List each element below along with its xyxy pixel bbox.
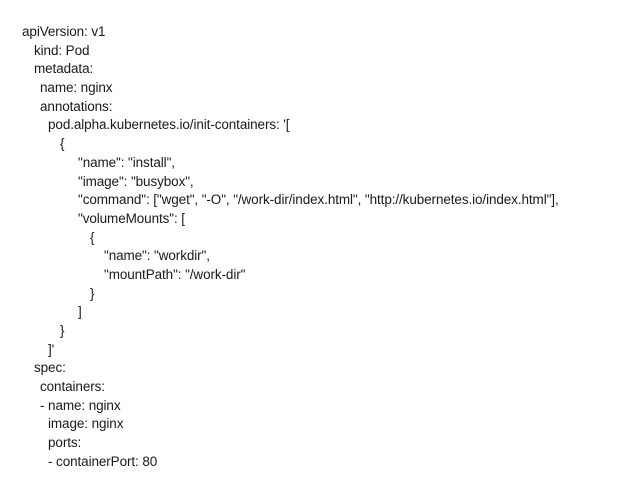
code-line: "name": "install",	[78, 154, 175, 170]
code-line: }	[90, 285, 95, 301]
code-line: }	[60, 323, 65, 338]
code-line: "command": ["wget", "-O", "/work-dir/ind…	[78, 192, 559, 208]
code-line: pod.alpha.kubernetes.io/init-containers:…	[48, 117, 290, 133]
code-line: annotations:	[40, 98, 113, 114]
code-line: {	[60, 136, 65, 152]
code-line: apiVersion: v1	[22, 24, 106, 39]
code-line: - name: nginx	[40, 397, 121, 413]
code-line: "volumeMounts": [	[78, 210, 185, 226]
code-line: {	[90, 229, 95, 245]
code-line: containers:	[40, 379, 105, 395]
code-line: ports:	[48, 435, 82, 451]
yaml-lines: apiVersion: v1 kind: Pod metadata: name: ng…	[0, 23, 640, 472]
code-line: "image": "busybox",	[78, 173, 194, 189]
code-line: ]	[78, 304, 82, 320]
code-line: kind: Pod	[34, 42, 90, 58]
code-line: "name": "workdir",	[104, 248, 210, 264]
code-line: - containerPort: 80	[48, 453, 158, 469]
code-line: spec:	[34, 360, 66, 376]
code-line: name: nginx	[40, 80, 113, 96]
code-line: metadata:	[34, 61, 94, 77]
code-line: ]'	[48, 341, 55, 357]
code-line: image: nginx	[48, 416, 124, 432]
code-line: "mountPath": "/work-dir"	[104, 266, 246, 282]
